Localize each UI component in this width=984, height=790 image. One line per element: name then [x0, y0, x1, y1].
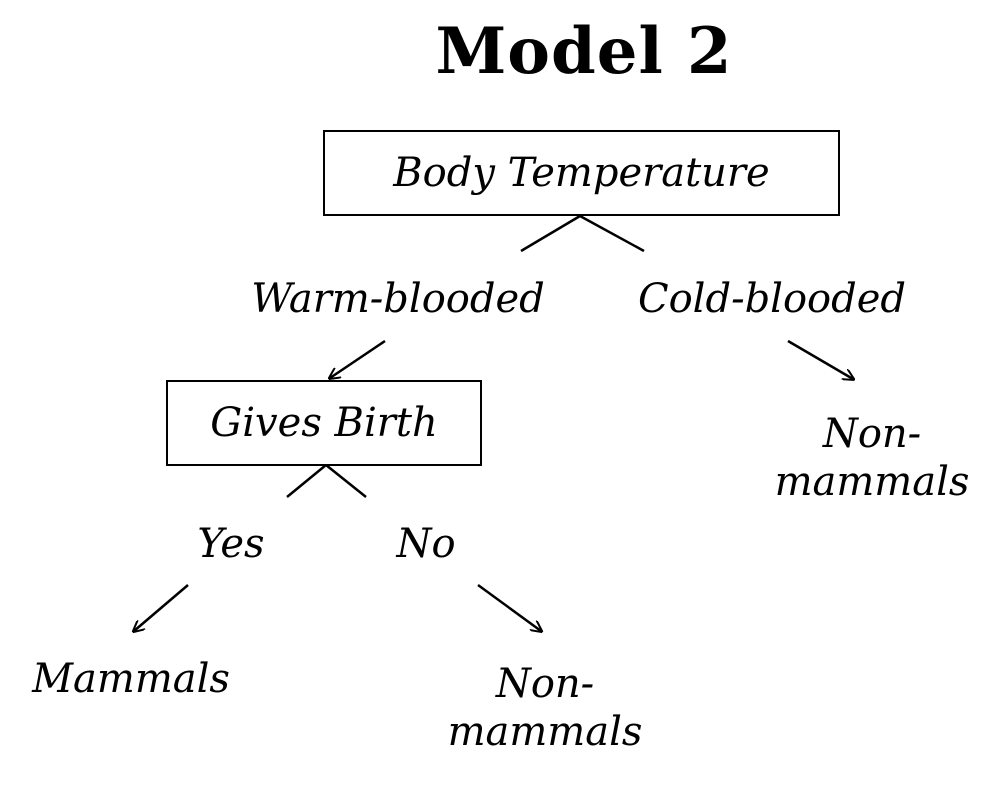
birth-split-left-edge	[286, 464, 327, 498]
leaf-no-line2: mammals	[447, 709, 643, 755]
root-split-right-edge	[579, 214, 645, 253]
branch-label-no: No	[396, 521, 456, 567]
birth-split-right-edge	[325, 464, 367, 498]
yes-to-mammals-arrow	[134, 584, 189, 631]
root-node-body-temperature: Body Temperature	[323, 130, 840, 216]
child-node-label: Gives Birth	[210, 400, 438, 446]
child-node-gives-birth: Gives Birth	[166, 380, 482, 466]
root-split-left-edge	[520, 214, 581, 253]
leaf-cold-line2: mammals	[774, 459, 970, 505]
root-node-label: Body Temperature	[393, 150, 770, 196]
leaf-no-line1: Non-	[495, 661, 595, 707]
warm-to-gives-birth-arrow	[330, 339, 386, 378]
diagram-title: Model 2	[435, 14, 733, 89]
leaf-mammals: Mammals	[32, 656, 230, 702]
branch-label-yes: Yes	[197, 521, 265, 567]
cold-to-nonmammals-arrow	[787, 339, 853, 379]
no-to-nonmammals-arrow	[477, 583, 541, 631]
branch-label-warm-blooded: Warm-blooded	[251, 276, 545, 322]
leaf-cold-nonmammals: Non- mammals	[775, 410, 970, 506]
branch-label-cold-blooded: Cold-blooded	[637, 276, 907, 322]
leaf-cold-line1: Non-	[822, 411, 922, 457]
leaf-no-nonmammals: Non- mammals	[448, 660, 643, 756]
